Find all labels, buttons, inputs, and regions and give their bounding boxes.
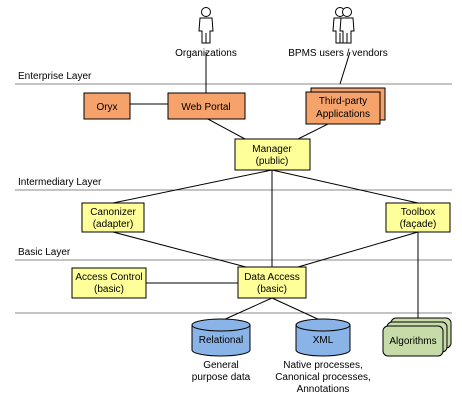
web-portal-label: Web Portal (181, 102, 230, 113)
relational-database-icon: Relational (191, 318, 251, 357)
algorithms-box: Algorithms (382, 317, 452, 357)
access-control-label-line2: (basic) (94, 284, 124, 295)
person-icon (198, 7, 214, 44)
xml-database-icon: XML (295, 318, 351, 357)
toolbox-box: Toolbox (façade) (385, 202, 451, 233)
xml-desc-line2: Canonical processes, (275, 372, 371, 383)
data-access-box: Data Access (basic) (237, 266, 307, 299)
enterprise-layer-label: Enterprise Layer (18, 71, 92, 82)
data-access-label-line1: Data Access (244, 272, 300, 283)
relational-desc-line2: purpose data (192, 372, 251, 383)
data-access-label-line2: (basic) (257, 284, 287, 295)
oryx-label: Oryx (96, 102, 117, 113)
relational-desc-line1: General (203, 360, 239, 371)
connectors (112, 51, 419, 323)
xml-desc-line1: Native processes, (283, 360, 362, 371)
intermediary-layer-label: Intermediary Layer (18, 177, 102, 188)
manager-label-line1: Manager (252, 144, 292, 155)
xml-desc-line3: Annotations (297, 384, 350, 395)
algorithms-label: Algorithms (389, 336, 436, 347)
group-icon (332, 7, 355, 44)
canonizer-label-line1: Canonizer (90, 207, 136, 218)
access-control-label-line1: Access Control (75, 272, 142, 283)
toolbox-label-line2: (façade) (400, 219, 437, 230)
web-portal-box: Web Portal (167, 92, 246, 120)
access-control-box: Access Control (basic) (71, 267, 147, 299)
third-party-label-line1: Third-party (319, 96, 367, 107)
canonizer-box: Canonizer (adapter) (81, 202, 145, 233)
relational-label: Relational (199, 335, 243, 346)
manager-label-line2: (public) (256, 156, 289, 167)
organizations-label: Organizations (175, 48, 237, 59)
manager-box: Manager (public) (234, 138, 311, 171)
third-party-apps-box: Third-party Applications (305, 87, 386, 125)
users-label: BPMS users / vendors (288, 48, 387, 59)
toolbox-label-line1: Toolbox (401, 207, 435, 218)
xml-label: XML (313, 335, 334, 346)
basic-layer-label: Basic Layer (18, 247, 71, 258)
oryx-box: Oryx (83, 92, 131, 120)
third-party-label-line2: Applications (316, 109, 370, 120)
canonizer-label-line2: (adapter) (93, 219, 134, 230)
